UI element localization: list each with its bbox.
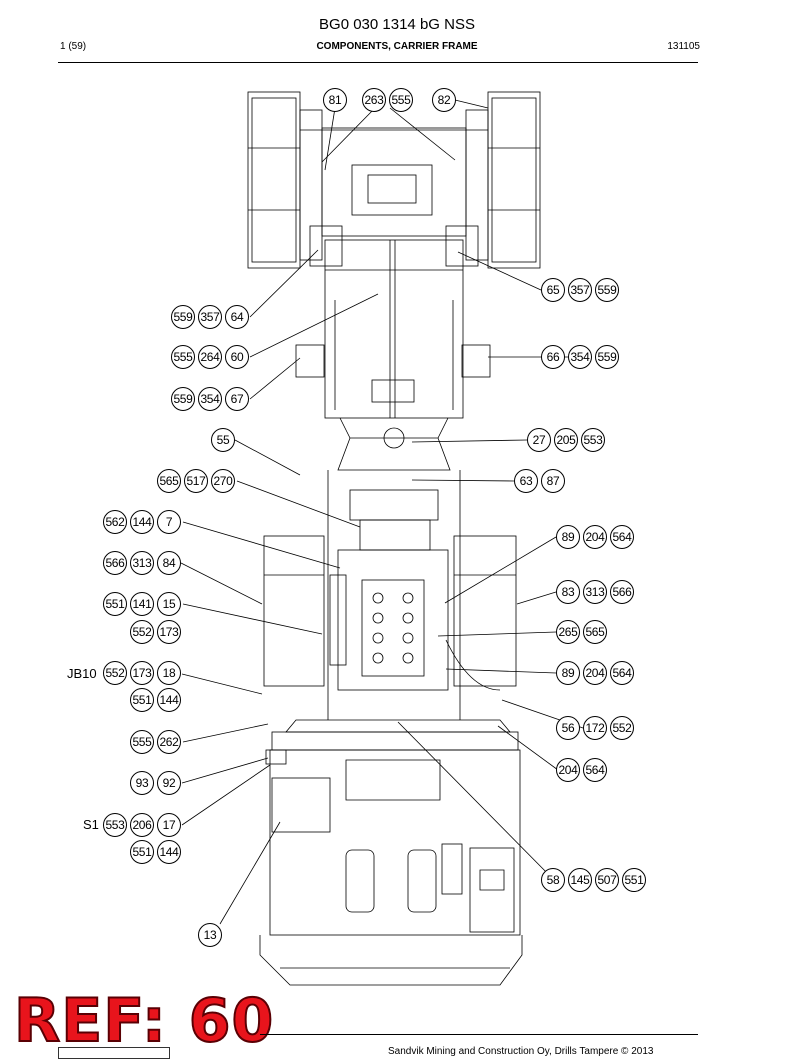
callout-bubble: 565 <box>583 620 607 644</box>
callout-bubble: 63 <box>514 469 538 493</box>
callout-bubble: 559 <box>595 278 619 302</box>
callout-bubble: 559 <box>595 345 619 369</box>
callout-bubble: 354 <box>198 387 222 411</box>
callout-bubble: 60 <box>225 345 249 369</box>
callout-bubble: 551 <box>130 688 154 712</box>
callout-bubble: 82 <box>432 88 456 112</box>
callout-bubble: 173 <box>157 620 181 644</box>
callout-bubble: 555 <box>171 345 195 369</box>
document-title: BG0 030 1314 bG NSS <box>319 16 475 33</box>
callout-bubble: 67 <box>225 387 249 411</box>
callout-bubble: 83 <box>556 580 580 604</box>
callout-bubble: 58 <box>541 868 565 892</box>
callout-prefix-jb10: JB10 <box>67 666 97 681</box>
front-right-track <box>465 91 541 269</box>
callout-bubble: 13 <box>198 923 222 947</box>
footer-copyright: Sandvik Mining and Construction Oy, Dril… <box>388 1046 654 1057</box>
callout-bubble: 313 <box>583 580 607 604</box>
callout-bubble: 564 <box>583 758 607 782</box>
callout-bubble: 56 <box>556 716 580 740</box>
callout-bubble: 204 <box>583 525 607 549</box>
callout-prefix-s1: S1 <box>83 817 99 832</box>
callout-bubble: 145 <box>568 868 592 892</box>
callout-bubble: 357 <box>568 278 592 302</box>
callout-bubble: 551 <box>103 592 127 616</box>
callout-bubble: 81 <box>323 88 347 112</box>
callout-bubble: 205 <box>554 428 578 452</box>
callout-bubble: 265 <box>556 620 580 644</box>
callout-bubble: 559 <box>171 305 195 329</box>
callout-bubble: 27 <box>527 428 551 452</box>
callout-bubble: 206 <box>130 813 154 837</box>
callout-bubble: 92 <box>157 771 181 795</box>
callout-bubble: 87 <box>541 469 565 493</box>
callout-bubble: 144 <box>157 840 181 864</box>
callout-bubble: 517 <box>184 469 208 493</box>
callout-bubble: 18 <box>157 661 181 685</box>
callout-bubble: 262 <box>157 730 181 754</box>
callout-bubble: 507 <box>595 868 619 892</box>
callout-bubble: 55 <box>211 428 235 452</box>
company-logo <box>58 1047 170 1059</box>
callout-bubble: 552 <box>130 620 154 644</box>
callout-bubble: 173 <box>130 661 154 685</box>
callout-bubble: 144 <box>157 688 181 712</box>
callout-bubble: 553 <box>581 428 605 452</box>
callout-bubble: 89 <box>556 661 580 685</box>
callout-bubble: 566 <box>103 551 127 575</box>
ref-watermark: REF: 60 <box>13 985 275 1057</box>
callout-bubble: 141 <box>130 592 154 616</box>
callout-bubble: 66 <box>541 345 565 369</box>
callout-bubble: 552 <box>610 716 634 740</box>
callout-bubble: 564 <box>610 661 634 685</box>
callout-bubble: 93 <box>130 771 154 795</box>
callout-bubble: 565 <box>157 469 181 493</box>
callout-bubble: 313 <box>130 551 154 575</box>
document-code: 131105 <box>667 41 700 52</box>
callout-bubble: 553 <box>103 813 127 837</box>
callout-bubble: 551 <box>130 840 154 864</box>
callout-bubble: 566 <box>610 580 634 604</box>
callout-bubble: 562 <box>103 510 127 534</box>
callout-bubble: 354 <box>568 345 592 369</box>
header-rule <box>58 62 698 63</box>
callout-bubble: 357 <box>198 305 222 329</box>
callout-bubble: 564 <box>610 525 634 549</box>
front-left-track <box>247 91 323 269</box>
callout-bubble: 7 <box>157 510 181 534</box>
callout-bubble: 89 <box>556 525 580 549</box>
callout-bubble: 65 <box>541 278 565 302</box>
callout-bubble: 264 <box>198 345 222 369</box>
footer-rule <box>260 1034 698 1035</box>
callout-bubble: 17 <box>157 813 181 837</box>
callout-bubble: 555 <box>389 88 413 112</box>
callout-bubble: 555 <box>130 730 154 754</box>
callout-bubble: 172 <box>583 716 607 740</box>
callout-bubble: 204 <box>556 758 580 782</box>
callout-bubble: 559 <box>171 387 195 411</box>
callout-bubble: 551 <box>622 868 646 892</box>
callout-bubble: 64 <box>225 305 249 329</box>
callout-bubble: 204 <box>583 661 607 685</box>
callout-bubble: 84 <box>157 551 181 575</box>
callout-bubble: 263 <box>362 88 386 112</box>
page-number: 1 (59) <box>60 41 87 52</box>
callout-bubble: 552 <box>103 661 127 685</box>
callout-bubble: 15 <box>157 592 181 616</box>
callout-bubble: 270 <box>211 469 235 493</box>
callout-bubble: 144 <box>130 510 154 534</box>
document-subtitle: COMPONENTS, CARRIER FRAME <box>316 41 478 52</box>
